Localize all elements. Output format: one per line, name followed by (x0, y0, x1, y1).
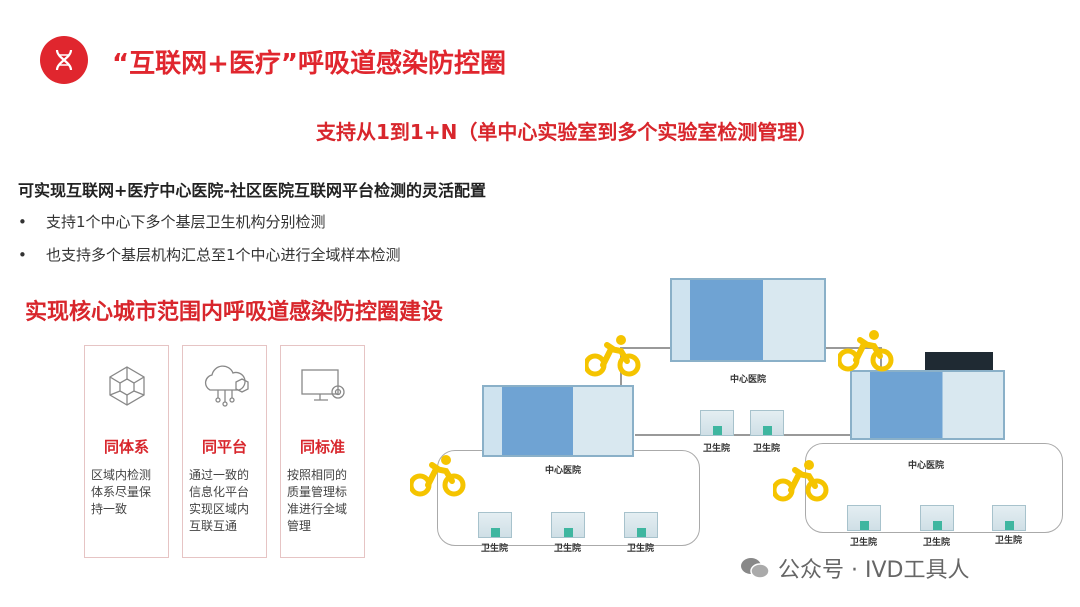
card-same-system: 同体系 区域内检测体系尽量保持一致 (84, 345, 169, 558)
card-same-platform: 同平台 通过一致的信息化平台实现区域内互联互通 (182, 345, 267, 558)
hospital-label: 中心医院 (545, 466, 582, 476)
clinic-icon (750, 410, 784, 436)
connector-line (620, 347, 622, 402)
clinic-icon (920, 505, 954, 531)
delivery-bike-icon (773, 460, 829, 504)
clinic-icon (700, 410, 734, 436)
section-heading: 实现核心城市范围内呼吸道感染防控圈建设 (25, 300, 444, 325)
clinic-icon (478, 512, 512, 538)
dna-logo-icon (40, 36, 88, 84)
hospital-label: 中心医院 (730, 375, 767, 385)
clinic-label: 卫生院 (703, 444, 731, 454)
clinic-label: 卫生院 (554, 544, 582, 554)
monitor-gear-icon (300, 369, 345, 401)
delivery-bike-icon (585, 335, 641, 379)
delivery-bike-icon (838, 330, 894, 374)
intro-lead: 可实现互联网+医疗中心医院-社区医院互联网平台检测的灵活配置 (18, 181, 487, 200)
card-description: 区域内检测体系尽量保持一致 (91, 468, 152, 516)
clinic-label: 卫生院 (481, 544, 509, 554)
bullet-text: 也支持多个基层机构汇总至1个中心进行全域样本检测 (46, 246, 401, 264)
center-hospital-icon (850, 370, 1005, 440)
connector-line (620, 347, 670, 349)
card-description: 通过一致的信息化平台实现区域内互联互通 (189, 468, 250, 533)
clinic-label: 卫生院 (850, 538, 878, 548)
clinic-icon (551, 512, 585, 538)
card-title: 同体系 (103, 438, 149, 456)
card-title: 同标准 (299, 438, 345, 456)
subtitle: 支持从1到1+N（单中心实验室到多个实验室检测管理） (316, 120, 818, 144)
clinic-icon (624, 512, 658, 538)
card-description: 按照相同的质量管理标准进行全域管理 (287, 468, 348, 533)
card-title: 同平台 (201, 438, 247, 456)
hospital-label: 中心医院 (908, 461, 945, 471)
right-region-boundary (805, 443, 1063, 533)
clinic-label: 卫生院 (753, 444, 781, 454)
cloud-platform-icon (204, 365, 249, 407)
bullet-item: •支持1个中心下多个基层卫生机构分别检测 (18, 213, 326, 231)
bullet-item: •也支持多个基层机构汇总至1个中心进行全域样本检测 (18, 246, 401, 264)
page-title: “互联网+医疗”呼吸道感染防控圈 (112, 49, 506, 79)
center-hospital-icon (670, 278, 826, 362)
clinic-label: 卫生院 (923, 538, 951, 548)
watermark: 公众号 · IVD工具人 (740, 552, 969, 584)
center-hospital-icon (482, 385, 634, 457)
watermark-text: 公众号 · IVD工具人 (778, 558, 970, 583)
wechat-icon (741, 558, 770, 579)
bullet-text: 支持1个中心下多个基层卫生机构分别检测 (46, 213, 326, 231)
clinic-icon (847, 505, 881, 531)
connector-line (880, 347, 882, 382)
clinic-icon (992, 505, 1026, 531)
delivery-bike-icon (410, 455, 466, 499)
network-cube-icon (108, 366, 145, 406)
connector-line (635, 434, 850, 436)
clinic-label: 卫生院 (627, 544, 655, 554)
clinic-label: 卫生院 (995, 536, 1023, 546)
connector-line (826, 347, 881, 349)
card-same-standard: 同标准 按照相同的质量管理标准进行全域管理 (280, 345, 365, 558)
